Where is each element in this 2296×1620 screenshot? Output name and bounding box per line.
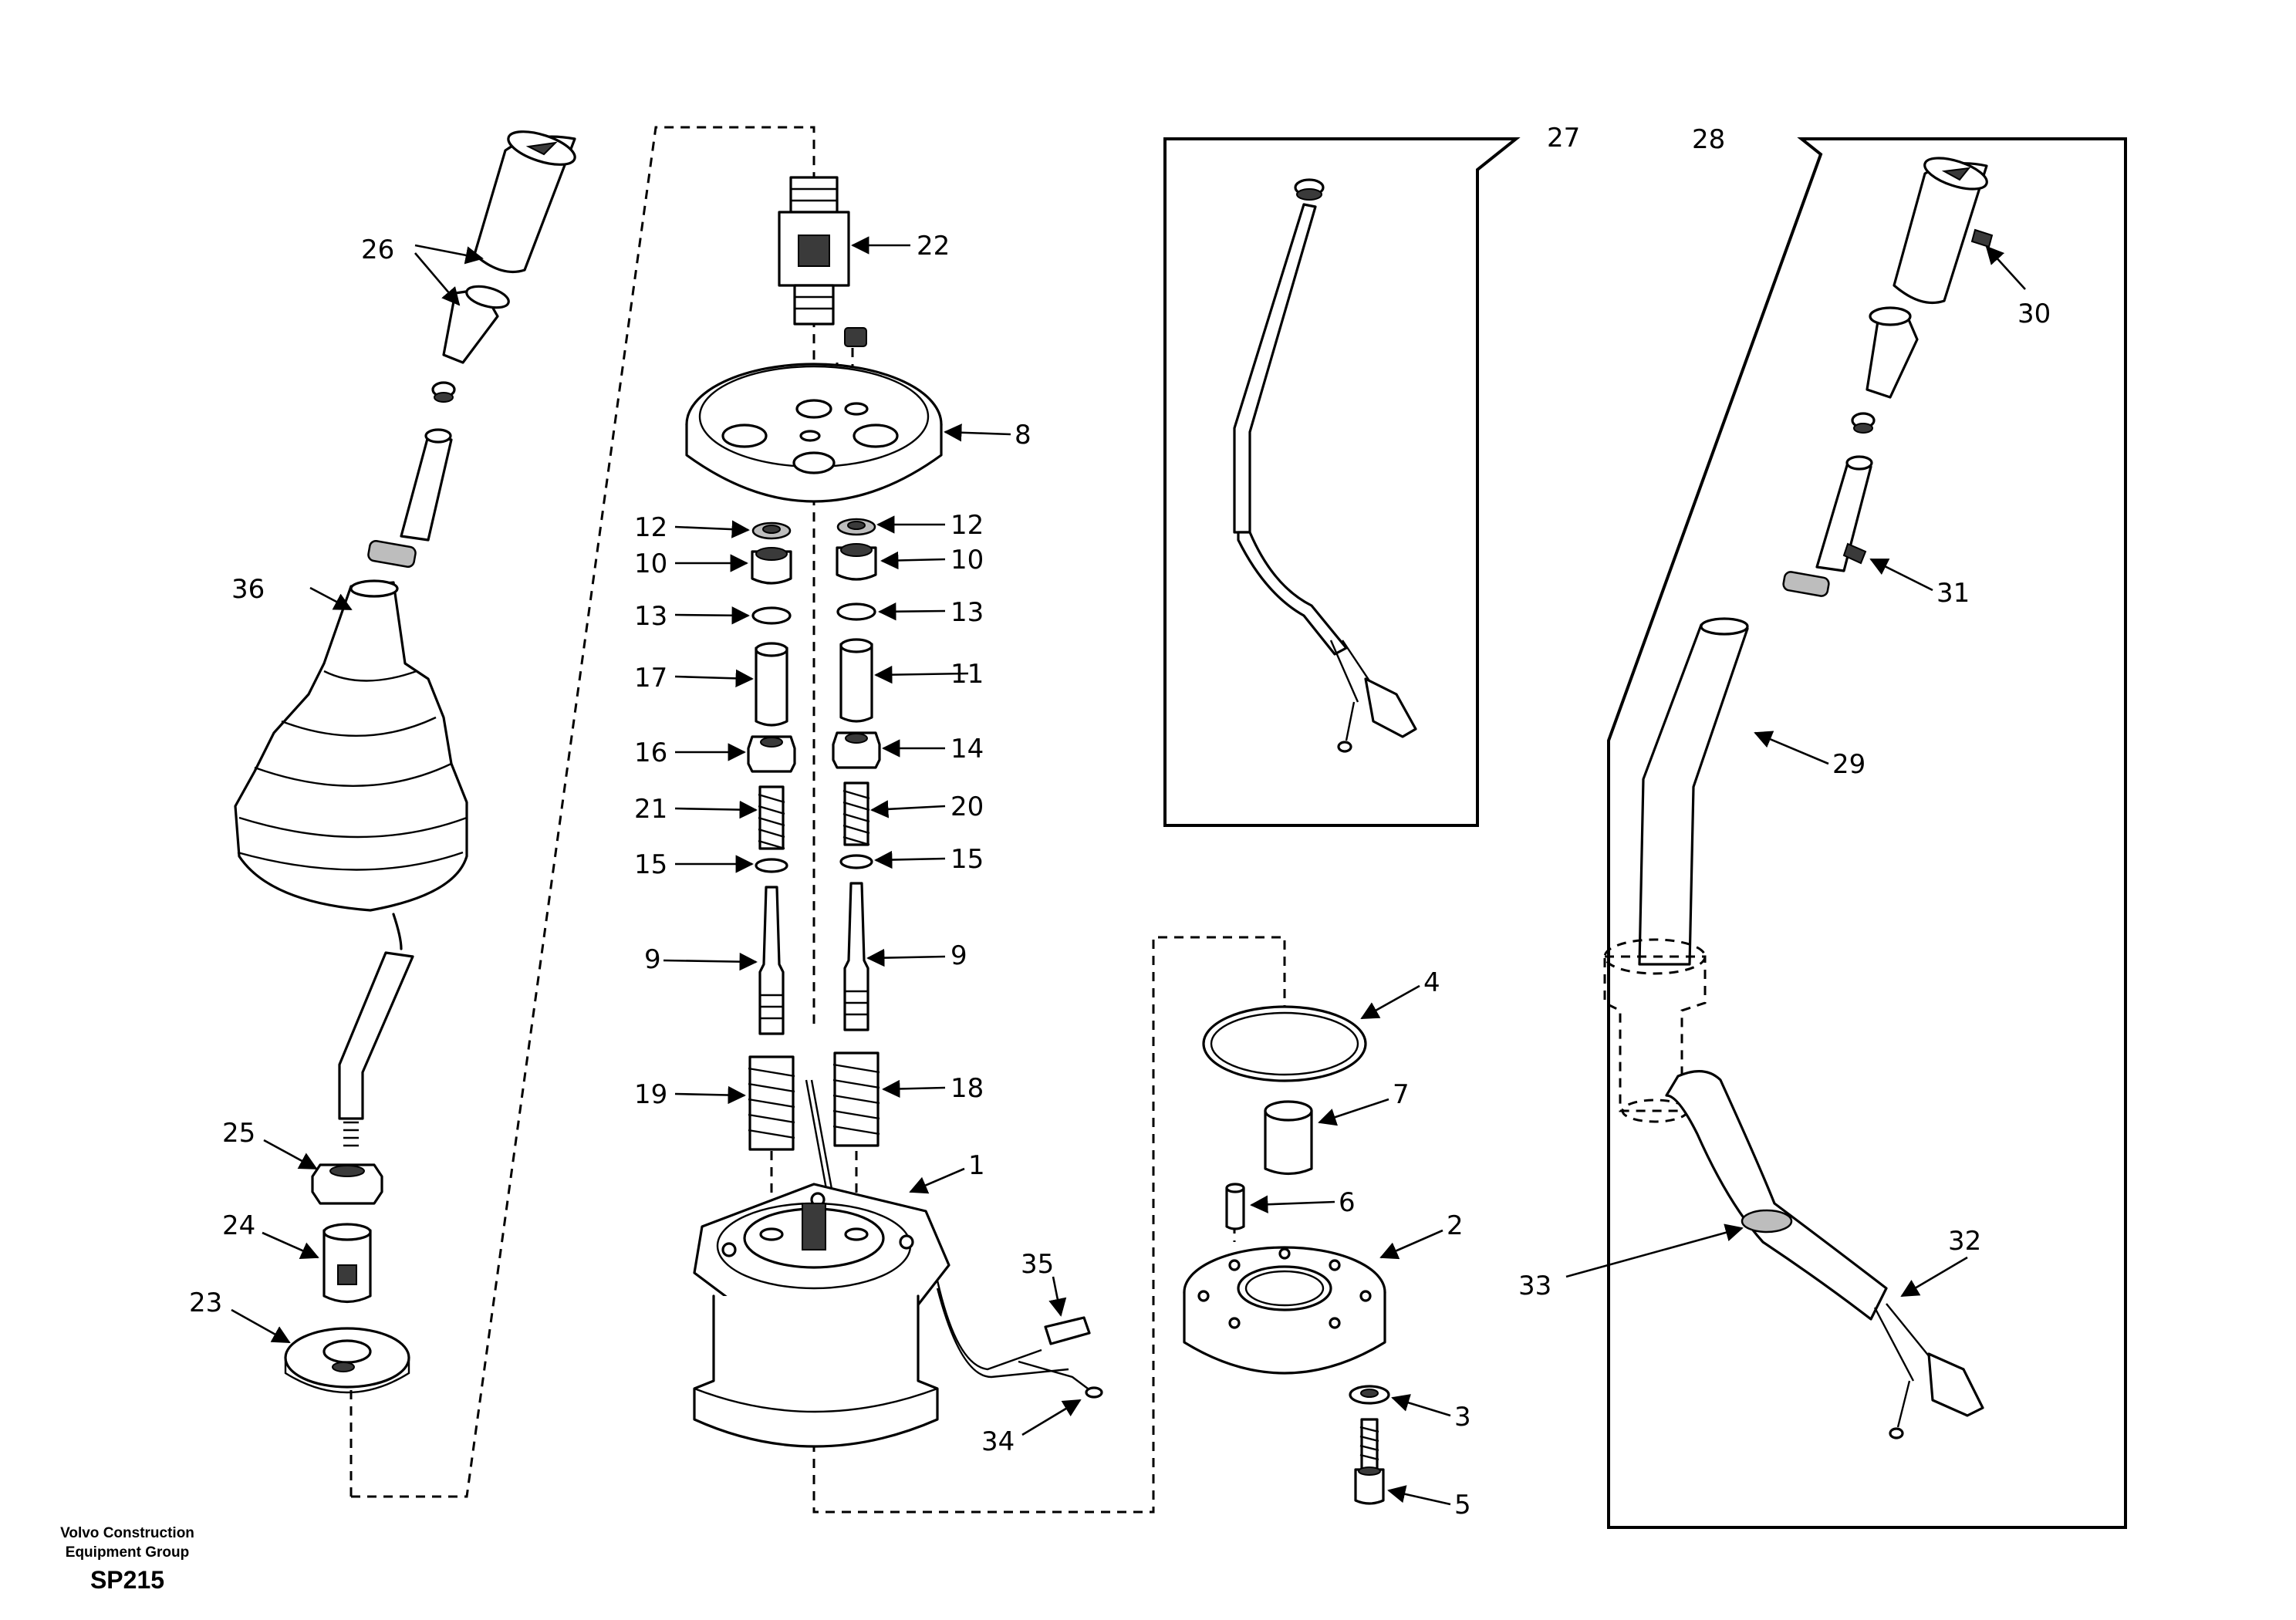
callout-9-left: 9 bbox=[644, 944, 661, 975]
callout-17: 17 bbox=[634, 663, 667, 694]
callout-32: 32 bbox=[1948, 1226, 1981, 1257]
callout-23: 23 bbox=[189, 1288, 222, 1318]
callout-36: 36 bbox=[231, 574, 265, 605]
pilot-valve-assembly bbox=[685, 176, 1103, 1448]
callout-11: 11 bbox=[950, 659, 984, 690]
footer-company: Volvo Construction Equipment Group bbox=[31, 1524, 224, 1562]
callout-29: 29 bbox=[1832, 749, 1866, 780]
callout-12-left: 12 bbox=[634, 512, 667, 543]
callout-16: 16 bbox=[634, 737, 667, 768]
callout-30: 30 bbox=[2017, 299, 2051, 329]
callout-3: 3 bbox=[1454, 1402, 1471, 1433]
handle-kit-28 bbox=[1603, 137, 2127, 1529]
callout-leaders bbox=[231, 236, 2026, 1506]
callout-15-right: 15 bbox=[950, 844, 984, 875]
callout-35: 35 bbox=[1021, 1249, 1054, 1280]
callout-27: 27 bbox=[1547, 123, 1580, 154]
callout-4: 4 bbox=[1423, 967, 1440, 998]
callout-13-left: 13 bbox=[634, 601, 667, 632]
callout-19: 19 bbox=[634, 1079, 667, 1110]
callout-2: 2 bbox=[1447, 1210, 1464, 1241]
callout-26: 26 bbox=[361, 235, 394, 265]
joystick-boot-assembly bbox=[234, 130, 576, 1394]
callout-28: 28 bbox=[1692, 124, 1725, 155]
callout-21: 21 bbox=[634, 794, 667, 825]
callout-34: 34 bbox=[981, 1426, 1015, 1457]
callout-20: 20 bbox=[950, 791, 984, 822]
footer-company-line2: Equipment Group bbox=[65, 1544, 190, 1561]
callout-10-left: 10 bbox=[634, 548, 667, 579]
callout-24: 24 bbox=[222, 1210, 255, 1241]
callout-10-right: 10 bbox=[950, 545, 984, 575]
callout-12-right: 12 bbox=[950, 510, 984, 541]
callout-25: 25 bbox=[222, 1118, 255, 1149]
callout-7: 7 bbox=[1393, 1079, 1410, 1110]
callout-9-right: 9 bbox=[950, 940, 967, 971]
footer-company-line1: Volvo Construction bbox=[60, 1525, 194, 1541]
base-plate-kit bbox=[1183, 1005, 1390, 1505]
handle-cable-kit-27 bbox=[1163, 137, 1521, 827]
callout-5: 5 bbox=[1454, 1490, 1471, 1520]
callout-13-right: 13 bbox=[950, 597, 984, 628]
callout-33: 33 bbox=[1518, 1271, 1551, 1301]
callout-22: 22 bbox=[917, 231, 950, 262]
callout-labels: 1 2 3 4 5 6 7 8 9 9 10 10 11 12 12 13 13… bbox=[189, 123, 2051, 1520]
callout-14: 14 bbox=[950, 734, 984, 764]
callout-15-left: 15 bbox=[634, 849, 667, 880]
callout-31: 31 bbox=[1936, 578, 1970, 609]
callout-18: 18 bbox=[950, 1073, 984, 1104]
callout-1: 1 bbox=[968, 1150, 985, 1181]
callout-6: 6 bbox=[1339, 1187, 1356, 1218]
callout-8: 8 bbox=[1015, 420, 1032, 451]
footer-page-code: SP215 bbox=[89, 1566, 165, 1594]
